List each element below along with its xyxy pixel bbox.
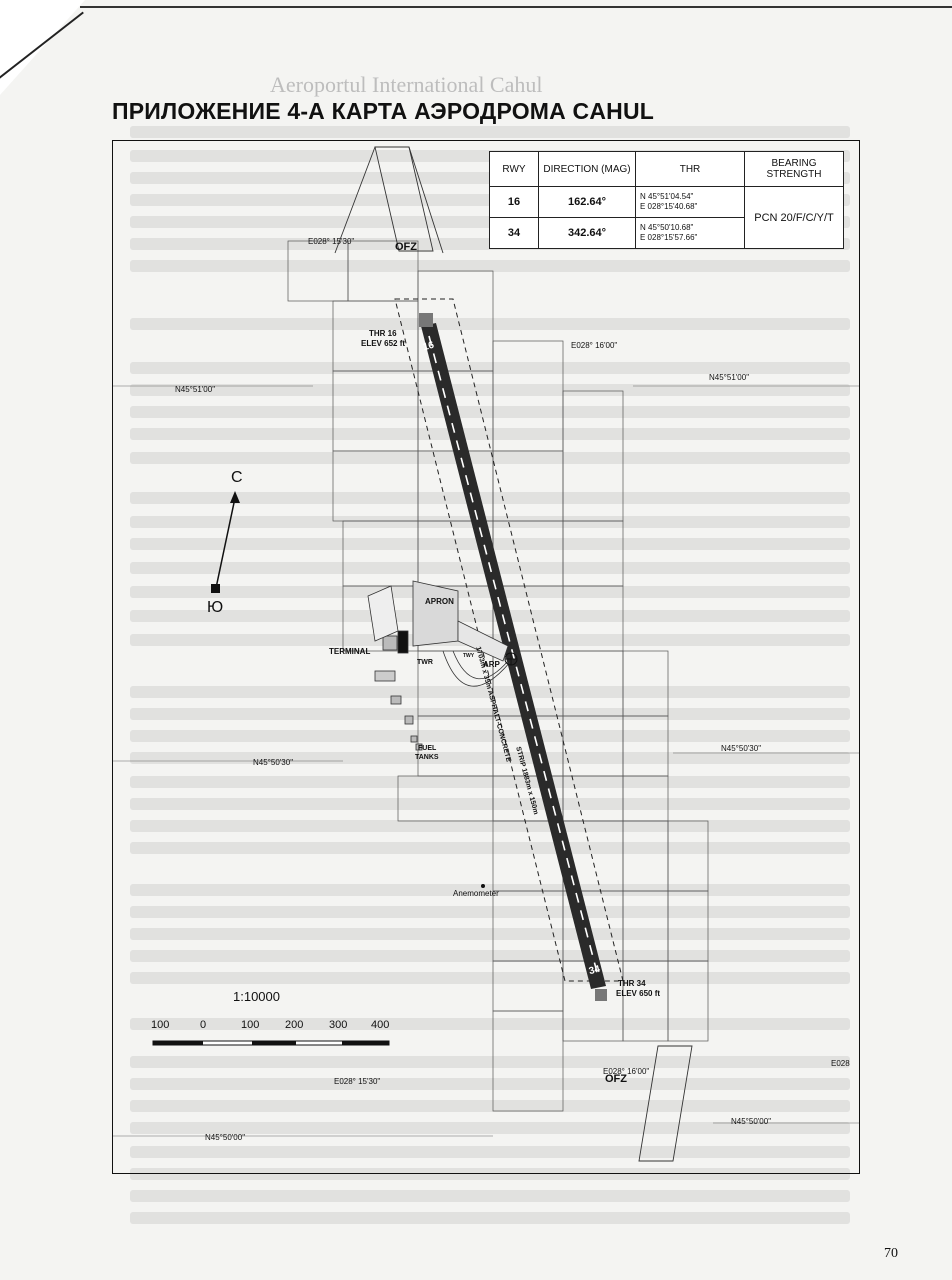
scale-tick-label: 300: [329, 1019, 348, 1031]
aerodrome-map-drawing: [113, 146, 859, 1162]
north-label: С: [231, 469, 243, 486]
direction-cell: 162.64°: [538, 186, 636, 218]
ofz-label-bottom: OFZ: [605, 1073, 627, 1085]
anemometer-label: Anemometer: [453, 889, 499, 898]
scale-tick-label: 0: [200, 1019, 207, 1031]
scale-bar-graphic: [152, 1040, 390, 1046]
table-header-row: RWY DIRECTION (MAG) THR BEARING STRENGTH: [489, 151, 844, 187]
fuel-tanks-label-2: TANKS: [415, 754, 439, 761]
twy-label: TWY: [463, 653, 475, 659]
thr16-label: THR 16: [369, 329, 397, 338]
arp-symbol: [504, 652, 518, 666]
runway-strip: [394, 298, 624, 982]
anemometer-symbol: [481, 884, 485, 888]
scale-ratio: 1:10000: [233, 989, 280, 1004]
ofz-label-top: OFZ: [395, 241, 417, 253]
scale-tick-label: 200: [285, 1019, 304, 1031]
page-top-edge: [80, 6, 952, 8]
twr-label: TWR: [417, 659, 433, 666]
south-label: Ю: [207, 599, 224, 616]
apron-label: APRON: [425, 597, 454, 606]
table-row: 16 162.64° N 45°51'04.54" E 028°15'40.68…: [489, 186, 844, 249]
coord-n-51-right: N45°51'00": [709, 373, 750, 382]
table-row: 34 342.64° N 45°50'10.68" E 028°15'57.66…: [489, 217, 844, 249]
thr34-label: THR 34: [618, 979, 646, 988]
coord-n-50-right: N45°50'00": [731, 1117, 772, 1126]
col-header-direction: DIRECTION (MAG): [538, 151, 636, 187]
apron-area: [367, 580, 512, 751]
runway-data-table: RWY DIRECTION (MAG) THR BEARING STRENGTH…: [489, 151, 844, 249]
scale-tick-label: 100: [151, 1019, 170, 1031]
thr-cell: N 45°51'04.54" E 028°15'40.68": [635, 186, 745, 218]
col-header-bearing: BEARING STRENGTH: [744, 151, 844, 187]
scale-tick-label: 400: [371, 1019, 390, 1031]
bearing-strength-cell: PCN 20/F/C/Y/T: [744, 186, 844, 249]
page-title: ПРИЛОЖЕНИЕ 4-А КАРТА АЭРОДРОМА CAHUL: [112, 98, 655, 124]
runway: [419, 313, 607, 1001]
terminal-label: TERMINAL: [329, 647, 371, 656]
elev16-label: ELEV 652 ft: [361, 339, 406, 348]
coord-n-5030-right: N45°50'30": [721, 744, 762, 753]
coord-e-top-right: E028° 16'00": [571, 341, 618, 350]
coordinate-lines: [113, 385, 859, 1137]
col-header-rwy: RWY: [489, 151, 539, 187]
folded-corner: [0, 0, 85, 95]
bleed-through-title: Aeroportul International Cahul: [270, 72, 543, 97]
coord-e-bottom-right: E028° 16'00": [603, 1067, 650, 1076]
scale-tick-label: 100: [241, 1019, 260, 1031]
north-arrow: [211, 491, 240, 593]
coord-e-top-left: E028° 15'30": [308, 237, 355, 246]
rwy-cell: 34: [489, 217, 539, 249]
page-number: 70: [884, 1246, 898, 1261]
col-header-thr: THR: [635, 151, 745, 187]
coord-e-bottom-left: E028° 15'30": [334, 1077, 381, 1086]
coord-n-50-left: N45°50'00": [205, 1133, 246, 1142]
fuel-tanks-label-1: FUEL: [418, 745, 437, 752]
coord-e-right-edge: E028: [831, 1059, 850, 1068]
elev34-label: ELEV 650 ft: [616, 989, 661, 998]
thr-lon: E 028°15'40.68": [640, 202, 698, 211]
coord-n-51-left: N45°51'00": [175, 385, 216, 394]
rwy-cell: 16: [489, 186, 539, 218]
thr-cell: N 45°50'10.68" E 028°15'57.66": [635, 217, 745, 249]
aerodrome-chart: RWY DIRECTION (MAG) THR BEARING STRENGTH…: [112, 140, 860, 1174]
ofz-outline: [334, 146, 693, 1162]
thr-lon: E 028°15'57.66": [640, 233, 698, 242]
thr-lat: N 45°50'10.68": [640, 223, 694, 232]
coord-n-5030-left: N45°50'30": [253, 758, 294, 767]
thr-lat: N 45°51'04.54": [640, 192, 694, 201]
direction-cell: 342.64°: [538, 217, 636, 249]
arp-label: ARP: [483, 660, 500, 669]
